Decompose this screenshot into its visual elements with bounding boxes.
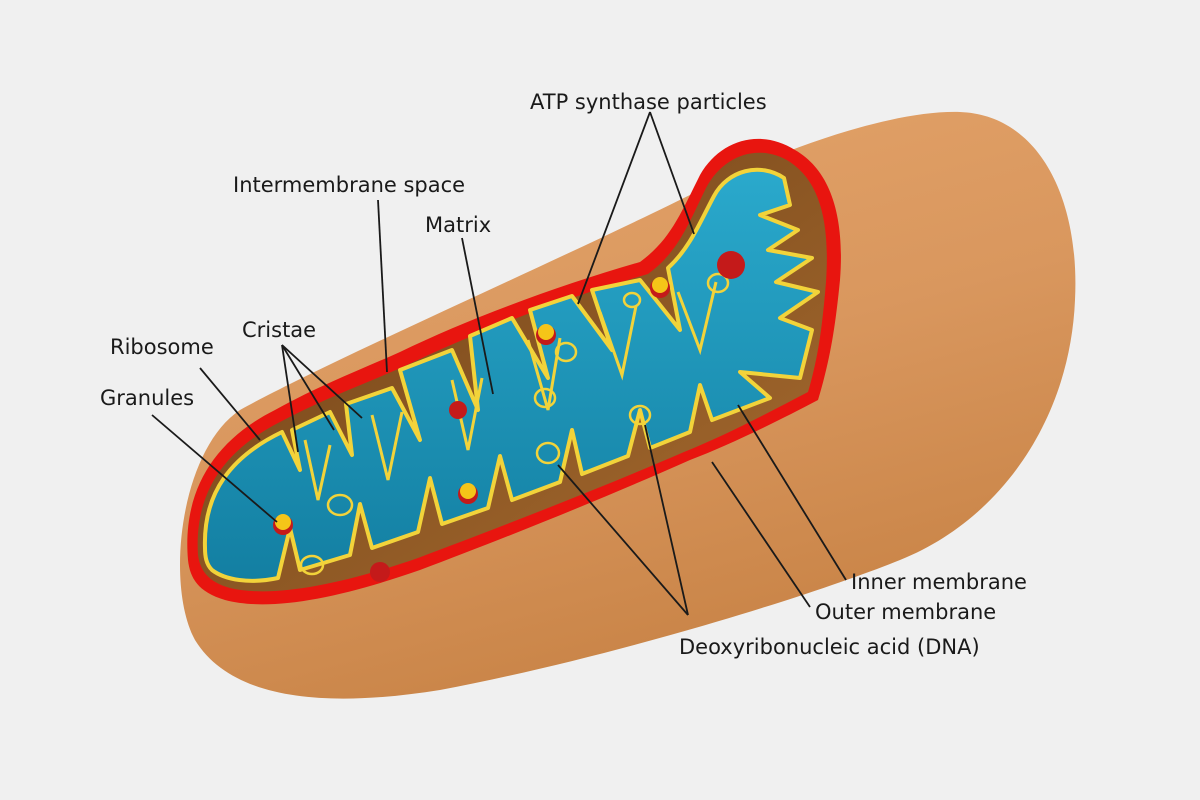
label-outer-membrane: Outer membrane [815,600,997,624]
leader-lines [151,111,847,616]
matrix-region [202,167,820,583]
label-atp-synthase-particles: ATP synthase particles [530,90,767,114]
label-inner-membrane: Inner membrane [851,570,1027,594]
granules [273,251,745,582]
cristae-folds [303,281,718,501]
label-dna: Deoxyribonucleic acid (DNA) [679,635,980,659]
label-matrix: Matrix [425,213,492,237]
label-intermembrane-space: Intermembrane space [233,173,466,197]
dna-rings [299,272,730,576]
label-cristae: Cristae [242,318,317,342]
label-ribosome: Ribosome [110,335,214,359]
label-granules: Granules [100,386,195,410]
